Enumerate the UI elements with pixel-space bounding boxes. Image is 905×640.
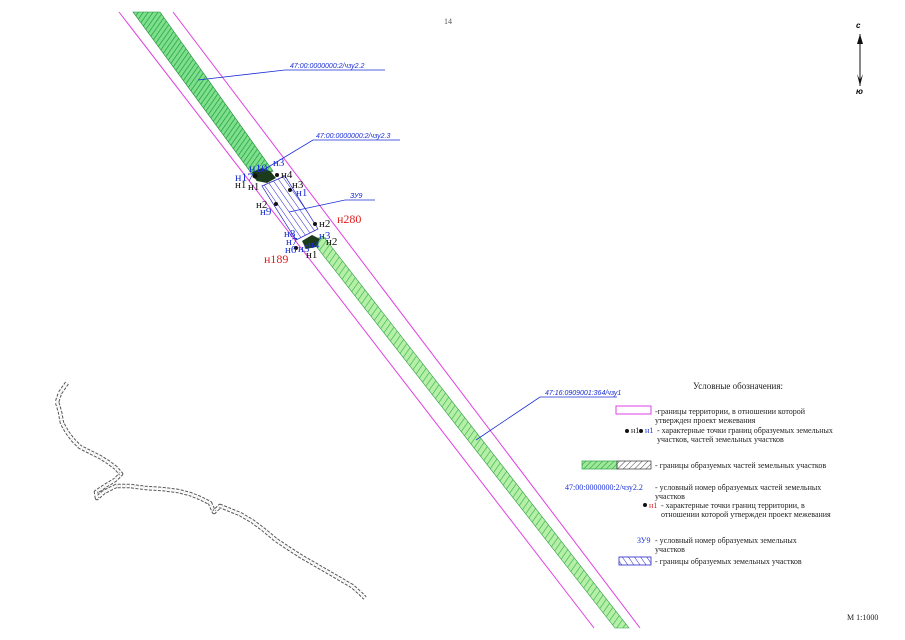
point-label-n10: н10	[249, 161, 267, 175]
point-label-n1-low: н1	[306, 249, 317, 261]
annotation-chzu1: 47:16:0909001:364/чзу1	[545, 390, 621, 397]
point-label-n1-mid: н1	[296, 187, 307, 199]
parcel-part-chzu1	[311, 235, 630, 629]
point-label-n4-top: н4	[281, 169, 293, 181]
leader-chzu22	[197, 69, 385, 81]
legend-symbol-territory-point	[643, 503, 647, 507]
legend-symbol-point-dot	[625, 429, 629, 433]
legend-symbol-parcel	[618, 556, 652, 566]
point-cluster-low	[302, 235, 320, 249]
point-label-n17: н17	[235, 170, 253, 184]
legend-title: Условные обозначения:	[693, 381, 784, 391]
point-marker	[288, 188, 292, 192]
compass-south-label: ю	[856, 87, 863, 96]
point-label-n7: н7	[286, 236, 298, 248]
point-marker	[252, 173, 258, 179]
compass-arrow-head	[857, 34, 863, 44]
leader-chzu23	[259, 139, 400, 173]
point-label-n3-low: н3	[319, 230, 331, 242]
territory-boundary-right	[172, 11, 641, 629]
legend-item-territory-points: - характерные точки границ территории, в…	[661, 501, 831, 519]
point-marker	[313, 222, 317, 226]
legend-symbol-parcel-part-grey	[616, 460, 652, 470]
compass-north-label: с	[856, 21, 861, 30]
annotation-zu9: ЗУ9	[350, 193, 362, 200]
point-label-n6: н6	[285, 244, 297, 256]
point-label-n5: н5	[298, 243, 310, 255]
point-label-n1-b: н1	[248, 181, 259, 193]
legend-item-parcel-boundary: - границы образуемых земельных участков	[655, 557, 802, 566]
legend-symbol-parcel-code: ЗУ9	[637, 536, 651, 545]
point-label-n1-a: н1	[235, 179, 246, 191]
map-scale: M 1:1000	[847, 613, 879, 622]
territory-boundary-left	[118, 11, 595, 629]
legend-symbol-part-code: 47:00:0000000:2/чзу2.2	[565, 483, 643, 492]
point-label-n3-top: н3	[273, 157, 285, 169]
leader-zu9	[288, 199, 375, 213]
legend-item-parcel-number: - условный номер образуемых земельных уч…	[655, 536, 797, 554]
legend-item-parcel-part-boundary: - границы образуемых частей земельных уч…	[655, 461, 827, 470]
legend-item-characteristic-points: - характерные точки границ образуемых зе…	[657, 426, 833, 444]
legend-symbol-point-dot-2	[639, 429, 643, 433]
point-label-n2-right: н2	[319, 218, 330, 230]
point-label-n2-mid: н2	[256, 199, 267, 211]
annotation-chzu22: 47:00:0000000:2/чзу2.2	[290, 63, 364, 70]
point-label-n3-mid: н3	[292, 179, 304, 191]
legend-symbol-point-label-2: н1	[645, 426, 654, 435]
legend-item-territory-boundary: -границы территории, в отношении которой…	[655, 407, 806, 425]
page-number: 14	[444, 17, 452, 26]
point-marker	[275, 173, 279, 177]
point-label-n189: н189	[264, 252, 288, 266]
overview-route-inner	[55, 382, 366, 599]
point-label-n4-low: н4	[308, 239, 320, 251]
legend-item-part-number: - условный номер образуемых частей земел…	[655, 483, 822, 501]
overview-route	[54, 381, 367, 600]
point-label-n280: н280	[337, 212, 361, 226]
point-marker	[274, 202, 278, 206]
point-cluster-top	[252, 168, 276, 183]
legend-symbol-point-label: н1	[631, 426, 640, 435]
legend-symbol-territory-boundary	[615, 405, 652, 415]
legend-symbol-parcel-part-green	[581, 460, 618, 470]
compass-arrow-tail	[857, 74, 863, 86]
legend-symbol-territory-point-label: н1	[649, 501, 658, 510]
point-marker	[294, 246, 298, 250]
point-label-n2-low: н2	[326, 236, 337, 248]
parcel-zu9	[261, 175, 319, 241]
point-label-n8: н8	[284, 228, 296, 240]
annotation-chzu23: 47:00:0000000:2/чзу2.3	[316, 133, 390, 140]
parcel-part-chzu22	[132, 11, 274, 182]
point-label-n9: н9	[260, 206, 272, 218]
leader-chzu1	[475, 396, 617, 441]
